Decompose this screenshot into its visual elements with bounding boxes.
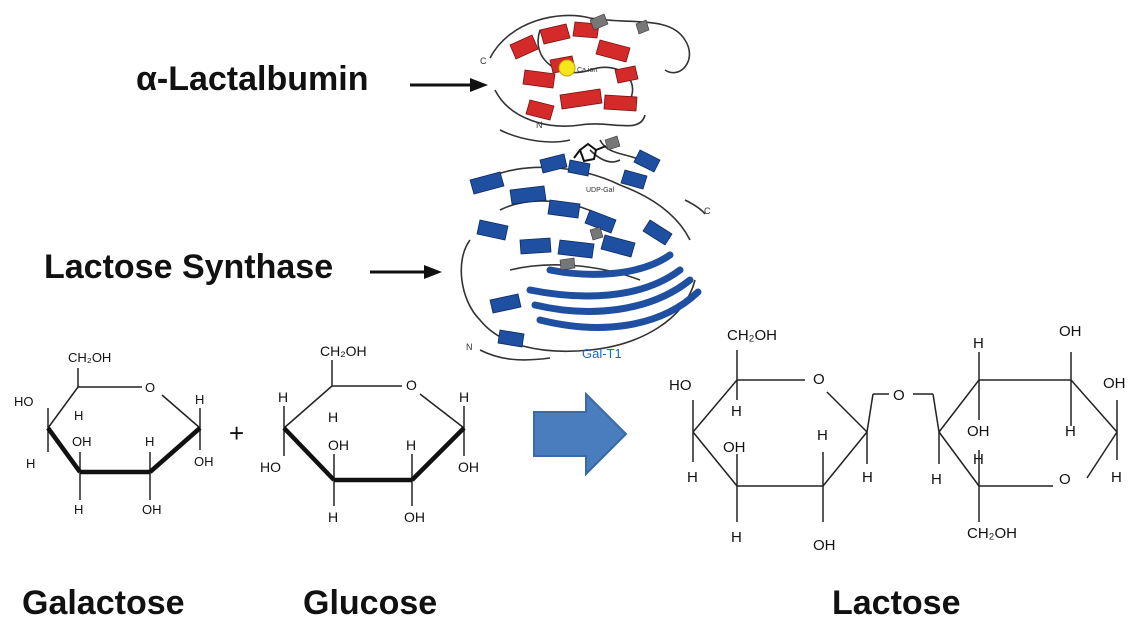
plus-sign: + [229,418,244,448]
galactose-structure: CH₂OH O HO H H OH H OH H H OH [14,350,214,517]
lactose-synthase-pointer-arrow [370,265,442,279]
lac-h-mid2: H [973,451,984,468]
calcium-ion [558,59,576,77]
gal-t1-label: Gal-T1 [582,346,622,361]
lac-ring-o-right: O [1059,471,1071,488]
glc-ho-left: HO [260,459,281,475]
glc-h-c4: H [328,409,338,425]
glc-oh-c3: OH [328,437,349,453]
gal-h-c2: H [145,434,154,449]
glc-oh-c1: OH [458,459,479,475]
lac-oh-top-b: OH [1059,323,1082,340]
gal-oh-c1: OH [194,454,214,469]
lac-h-left2: H [931,471,942,488]
gal-h-c4: H [74,408,83,423]
lactose-synthase-label: Lactose Synthase [44,248,334,286]
glc-ring-o: O [406,377,417,393]
lac-ch2oh-bottom: CH₂OH [967,525,1017,542]
gal-h-left: H [26,456,35,471]
lac-h-left: H [687,469,698,486]
glc-h-c2: H [406,437,416,453]
gal-ring-o: O [145,380,155,395]
lac-oh-bottom: OH [813,537,836,554]
lac-bridge-o: O [893,387,905,404]
lac-oh-right: OH [1103,375,1126,392]
svg-text:+: + [229,418,244,448]
glucose-structure: CH₂OH O H H H OH H HO OH H OH [260,343,479,525]
gal-ho-left: HO [14,394,34,409]
gal-oh-bottom: OH [142,502,162,517]
lac-h-mid: H [1065,423,1076,440]
lac-h-right: H [1111,469,1122,486]
n-terminus-2: N [466,342,473,352]
lactose-structure: CH₂OH O HO H OH H H H H OH O H OH OH OH … [669,323,1126,554]
reaction-arrow [533,392,628,476]
glc-h-bottom-left: H [328,509,338,525]
ca-ion-label: Ca ion [577,67,597,74]
lac-h-bottom: H [731,529,742,546]
lac-h-c4: H [731,403,742,420]
n-terminus-1: N [536,120,543,130]
gal-h-bottom: H [74,502,83,517]
glc-oh-bottom: OH [404,509,425,525]
protein-structure: C N Ca ion UDP-Gal C N Gal-T1 [460,13,710,361]
lactose-label: Lactose [832,584,961,617]
c-terminus-1: C [480,56,487,66]
lac-oh-mid: OH [967,423,990,440]
alpha-lactalbumin-label: α-Lactalbumin [136,60,369,98]
lac-ch2oh-top: CH₂OH [727,327,777,344]
gal-h-top-right: H [195,392,204,407]
glucose-label: Glucose [303,584,438,617]
c-terminus-2: C [704,206,710,216]
galactose-label: Galactose [22,584,185,617]
glc-h-top-right: H [459,389,469,405]
lac-h-top-a: H [973,335,984,352]
lac-ring-o-left: O [813,371,825,388]
lac-h-c1: H [862,469,873,486]
alpha-lactalbumin-pointer-arrow [410,78,488,92]
glc-h-left: H [278,389,288,405]
lac-oh-c3: OH [723,439,746,456]
gal-ch2oh: CH₂OH [68,350,111,365]
gal-oh-c3: OH [72,434,92,449]
udp-gal-label: UDP-Gal [586,187,614,194]
lac-h-c2: H [817,427,828,444]
glc-ch2oh: CH₂OH [320,343,367,359]
lac-ho-left: HO [669,377,692,394]
